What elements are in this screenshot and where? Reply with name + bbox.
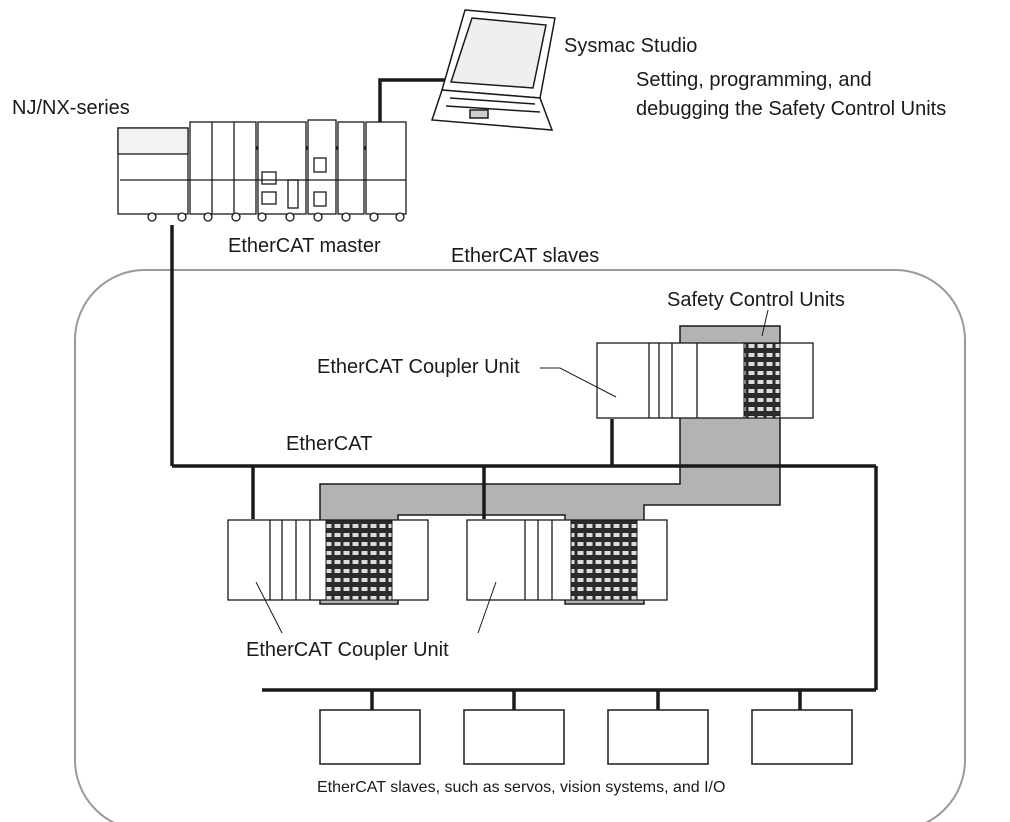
coupler-unit-upper <box>596 342 814 419</box>
sysmac-studio-label: Sysmac Studio <box>564 35 697 57</box>
ethercat-master-label: EtherCAT master <box>228 235 381 257</box>
safety-terminal-block <box>570 519 638 601</box>
ethercat-slaves-label: EtherCAT slaves <box>451 245 599 267</box>
setting-label-line1: Setting, programming, and <box>636 69 872 91</box>
safety-control-units-label: Safety Control Units <box>667 289 845 311</box>
ethercat-network-label: EtherCAT <box>286 433 372 455</box>
laptop-icon <box>430 9 556 131</box>
ethercat-cables <box>170 78 878 710</box>
slaves-examples-label: EtherCAT slaves, such as servos, vision … <box>317 779 725 796</box>
coupler-unit-top-label: EtherCAT Coupler Unit <box>317 356 520 378</box>
plc-controller-icon <box>117 119 407 222</box>
safety-terminal-block <box>325 519 393 601</box>
safety-terminal-block <box>743 342 781 419</box>
coupler-unit-bottom-label: EtherCAT Coupler Unit <box>246 639 449 661</box>
slave-device-icon <box>319 709 853 765</box>
controller-label: NJ/NX-series <box>12 97 130 119</box>
ethercat-slaves-region <box>74 269 966 822</box>
setting-label-line2: debugging the Safety Control Units <box>636 98 946 120</box>
leader-lines <box>255 309 769 634</box>
